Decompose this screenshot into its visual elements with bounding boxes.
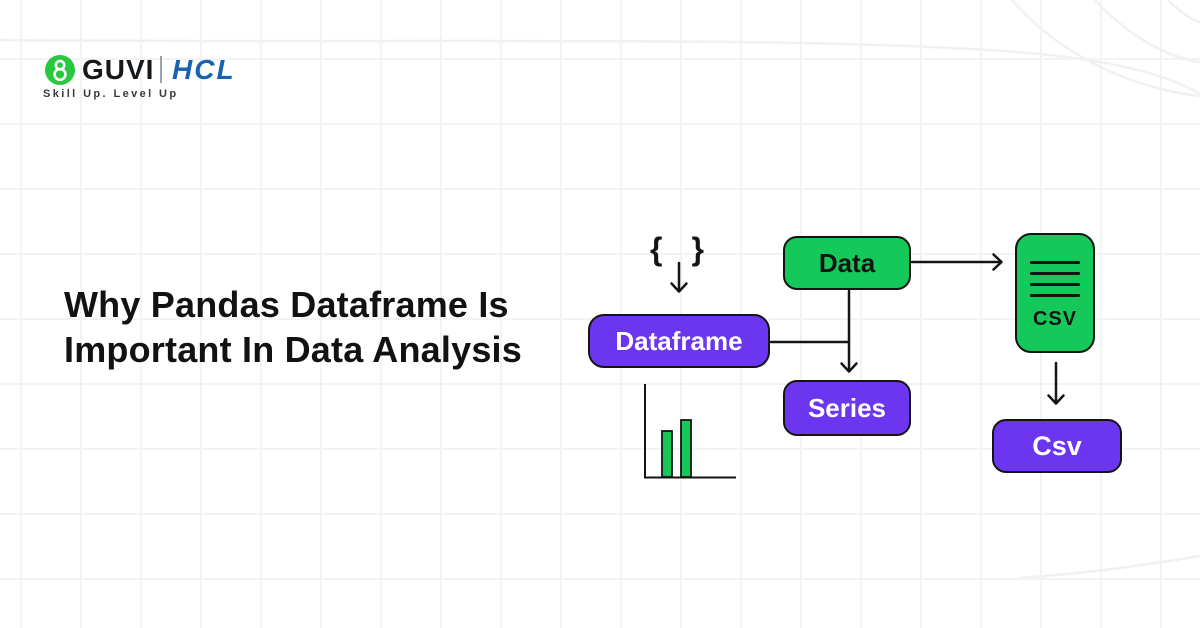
guvi-g-glyph: [53, 59, 67, 82]
right-brace: }: [691, 231, 704, 267]
dataframe-node: Dataframe: [588, 314, 770, 368]
hcl-wordmark: HCL: [172, 54, 236, 85]
left-brace: {: [650, 231, 663, 267]
series-node: Series: [783, 380, 911, 436]
csv-label: Csv: [1032, 430, 1082, 461]
dataframe-label: Dataframe: [615, 325, 743, 356]
document-line-icon: [1030, 283, 1080, 286]
page-title: Why Pandas Dataframe Is Important In Dat…: [64, 284, 522, 370]
guvi-logo-icon: [45, 55, 75, 85]
logo-divider: [160, 56, 162, 83]
csv-file-node: CSV: [1015, 233, 1095, 353]
document-line-icon: [1030, 261, 1080, 264]
data-label: Data: [818, 247, 876, 278]
csv-file-label: CSV: [1032, 308, 1078, 330]
document-line-icon: [1030, 272, 1080, 275]
document-line-icon: [1030, 294, 1080, 297]
csv-node: Csv: [992, 419, 1122, 473]
brand-tagline: Skill Up. Level Up: [43, 88, 179, 100]
data-node: Data: [783, 236, 911, 290]
series-label: Series: [807, 392, 887, 423]
guvi-wordmark: GUVI: [82, 54, 155, 85]
json-braces: { }: [650, 231, 704, 268]
